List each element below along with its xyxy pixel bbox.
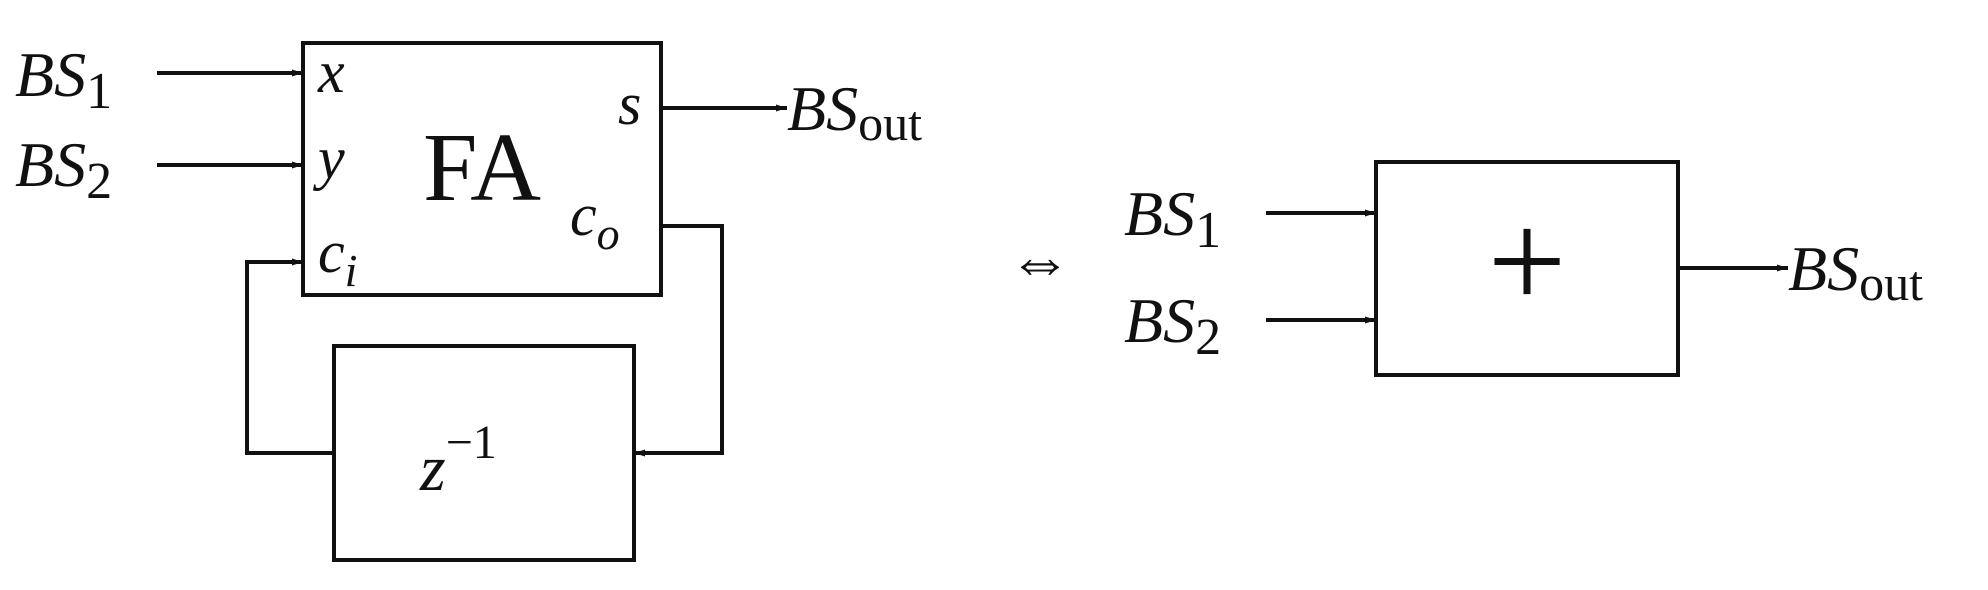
equivalence-symbol: ⇔: [1008, 225, 1072, 296]
fa-port-co-label: co: [570, 182, 620, 259]
left-output-label: BSout: [787, 73, 922, 151]
left-input-bs1-label: BS1: [15, 39, 112, 120]
right-circuit: BS1 BS2 + BSout: [1124, 160, 1923, 377]
delay-to-carry-in-wire: [245, 258, 334, 455]
full-adder-box: [301, 41, 663, 297]
right-output-label: BSout: [1788, 233, 1923, 311]
carry-out-to-delay-wire: [634, 224, 724, 457]
right-input-bs2-label: BS2: [1124, 285, 1221, 366]
fa-port-ci-label: ci: [318, 219, 357, 296]
fa-port-s-label: s: [618, 71, 641, 137]
adder-plus-label: +: [1488, 184, 1567, 339]
fa-port-y-label: y: [312, 125, 345, 191]
delay-label: z−1: [419, 416, 497, 505]
left-input-bs2-label: BS2: [15, 129, 112, 210]
fa-port-x-label: x: [317, 39, 345, 105]
right-input-bs1-label: BS1: [1124, 178, 1221, 259]
left-circuit: BS1 BS2 FA x y ci s co BSout z−1: [15, 39, 922, 562]
full-adder-label: FA: [423, 114, 541, 222]
